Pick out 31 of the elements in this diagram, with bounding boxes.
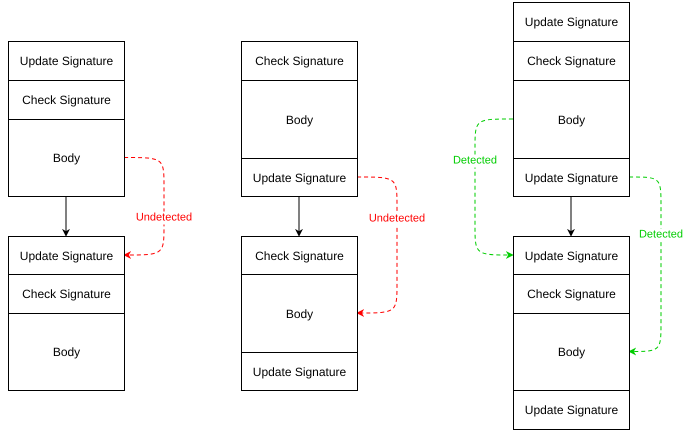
signature-block: Check Signature	[8, 274, 125, 314]
edge-label: Detected	[638, 228, 684, 242]
signature-block: Body	[241, 80, 358, 159]
dashed-arrow	[628, 176, 662, 356]
arrow	[62, 196, 70, 237]
signature-block: Body	[8, 313, 125, 391]
signature-block: Update Signature	[513, 2, 630, 42]
signature-block: Update Signature	[241, 158, 358, 197]
dashed-arrow	[123, 157, 164, 259]
signature-block: Update Signature	[513, 158, 630, 197]
signature-block: Update Signature	[241, 352, 358, 391]
arrow	[295, 196, 303, 237]
signature-block: Body	[8, 119, 125, 197]
signature-block: Update Signature	[513, 390, 630, 430]
dashed-arrow	[474, 118, 514, 259]
edge-label: Detected	[452, 154, 498, 168]
arrow	[567, 196, 575, 237]
dashed-arrow	[356, 176, 398, 317]
signature-block: Check Signature	[513, 274, 630, 314]
edge-label: Undetected	[368, 212, 426, 226]
signature-block: Body	[241, 274, 358, 353]
signature-block: Update Signature	[8, 41, 125, 81]
signature-block: Check Signature	[513, 41, 630, 81]
edge-label: Undetected	[134, 212, 194, 224]
signature-block: Update Signature	[8, 236, 125, 275]
signature-block: Check Signature	[241, 41, 358, 81]
signature-block: Check Signature	[8, 80, 125, 120]
signature-block: Update Signature	[513, 236, 630, 275]
signature-block: Body	[513, 80, 630, 159]
signature-block: Check Signature	[241, 236, 358, 275]
signature-block: Body	[513, 313, 630, 391]
